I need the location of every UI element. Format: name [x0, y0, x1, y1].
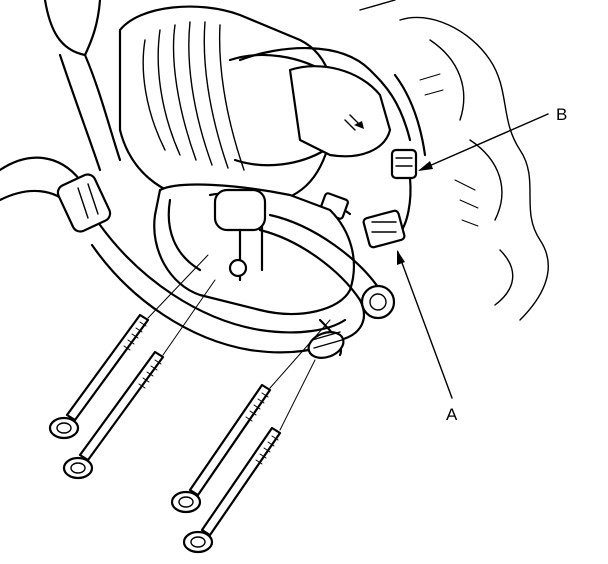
sensor-housing [238, 46, 427, 237]
bolt-1 [48, 313, 150, 440]
bolt-2 [62, 350, 165, 480]
bolt-3 [170, 383, 272, 514]
upper-hose [43, 0, 122, 172]
callout-label-b: B [556, 105, 567, 124]
connector-a [319, 192, 406, 249]
callout-leaders [397, 113, 549, 399]
bolts [48, 313, 282, 554]
compressor [153, 183, 355, 316]
callout-label-a: A [446, 405, 458, 424]
bolt-4 [182, 426, 282, 554]
bolt-guide-lines [147, 254, 331, 431]
engine-block [359, 0, 549, 321]
pipe-loop [258, 213, 396, 359]
